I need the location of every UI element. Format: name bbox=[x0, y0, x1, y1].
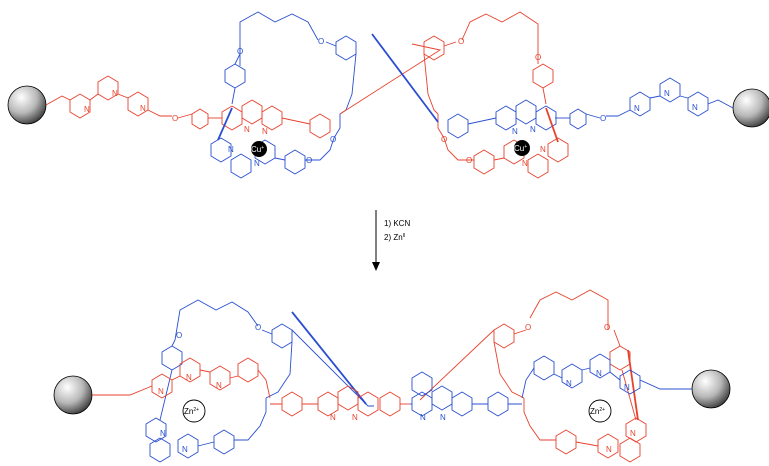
zinc-ion-left bbox=[182, 399, 206, 423]
atom-o: O bbox=[604, 323, 610, 332]
atom-o: O bbox=[525, 323, 531, 332]
stopper-bead-left-top bbox=[7, 85, 47, 125]
atom-n: N bbox=[254, 159, 260, 168]
atom-n: N bbox=[352, 413, 358, 422]
atom-o: O bbox=[255, 323, 261, 332]
atom-n: N bbox=[262, 127, 268, 136]
terpyridine-thread-blue-right-bottom bbox=[410, 353, 692, 417]
atom-n: N bbox=[228, 145, 234, 154]
stopper-bead-left-bottom bbox=[53, 375, 93, 415]
metal-label-left-top: Cu+ bbox=[251, 145, 264, 154]
atom-o: O bbox=[172, 114, 178, 123]
ring-bond-blue bbox=[217, 107, 233, 141]
copper-ion-right bbox=[514, 140, 530, 156]
macrocycle-red-right-top bbox=[339, 11, 569, 179]
atom-o: O bbox=[318, 37, 324, 46]
atom-n: N bbox=[84, 105, 90, 114]
atom-n: N bbox=[630, 429, 636, 438]
atom-n: N bbox=[440, 413, 446, 422]
metal-label-right-bottom: Zn2+ bbox=[590, 407, 605, 416]
atom-o: O bbox=[458, 37, 464, 46]
reagent-step-2: 2) ZnII bbox=[384, 233, 405, 242]
atom-n: N bbox=[158, 387, 164, 396]
atom-n: N bbox=[112, 89, 118, 98]
atom-o: O bbox=[330, 135, 336, 144]
atom-n: N bbox=[664, 89, 670, 98]
zinc-ion-right bbox=[588, 399, 612, 423]
atom-n: N bbox=[530, 125, 536, 134]
ring-bond-red bbox=[545, 107, 559, 143]
atom-o: O bbox=[535, 53, 541, 62]
atom-n: N bbox=[624, 383, 630, 392]
atom-n: N bbox=[692, 103, 698, 112]
atom-n: N bbox=[186, 373, 192, 382]
phenanthroline-blue-right-top bbox=[447, 99, 557, 139]
atom-n: N bbox=[512, 127, 518, 136]
atom-o: O bbox=[441, 135, 447, 144]
atom-o: O bbox=[466, 156, 472, 165]
metal-label-right-top: Cu+ bbox=[514, 144, 527, 153]
atom-n: N bbox=[160, 429, 166, 438]
terpyridine-arm-left-top bbox=[45, 75, 222, 130]
phenanthroline-red-left-top bbox=[221, 99, 331, 139]
ring-bond-red bbox=[627, 349, 639, 421]
copper-rotaxane-dimer: N N N O N N N O bbox=[7, 11, 769, 179]
atom-n: N bbox=[330, 413, 336, 422]
reagent-step-1: 1) KCN bbox=[384, 219, 410, 228]
atom-o: O bbox=[176, 331, 182, 340]
atom-n: N bbox=[606, 445, 612, 454]
stopper-bead-right-bottom bbox=[691, 369, 731, 409]
macrocycle-red-right-bottom bbox=[419, 289, 647, 463]
atom-n: N bbox=[140, 104, 146, 113]
atom-n: N bbox=[522, 159, 528, 168]
zinc-rotaxane-dimer: O O N N N N N N N Zn2+ bbox=[53, 289, 731, 463]
atom-n: N bbox=[420, 413, 426, 422]
crossing-bond-blue bbox=[371, 33, 439, 123]
atom-o: O bbox=[306, 156, 312, 165]
macrocycle-blue-left-top bbox=[210, 11, 357, 179]
atom-o: O bbox=[600, 114, 606, 123]
atom-n: N bbox=[596, 369, 602, 378]
metal-label-left-bottom: Zn2+ bbox=[184, 407, 199, 416]
atom-n: N bbox=[566, 379, 572, 388]
atom-n: N bbox=[634, 104, 640, 113]
terpyridine-thread-red-left-bottom bbox=[92, 357, 410, 417]
atom-n: N bbox=[182, 445, 188, 454]
atom-n: N bbox=[244, 125, 250, 134]
copper-ion-left bbox=[251, 141, 267, 157]
reaction-arrow bbox=[372, 210, 380, 271]
atom-n: N bbox=[540, 145, 546, 154]
stopper-bead-right-top bbox=[732, 88, 769, 128]
atom-n: N bbox=[216, 381, 222, 390]
terpyridine-arm-right-top bbox=[555, 77, 734, 130]
atom-o: O bbox=[237, 47, 243, 56]
crossing-bond-blue bbox=[291, 311, 367, 405]
